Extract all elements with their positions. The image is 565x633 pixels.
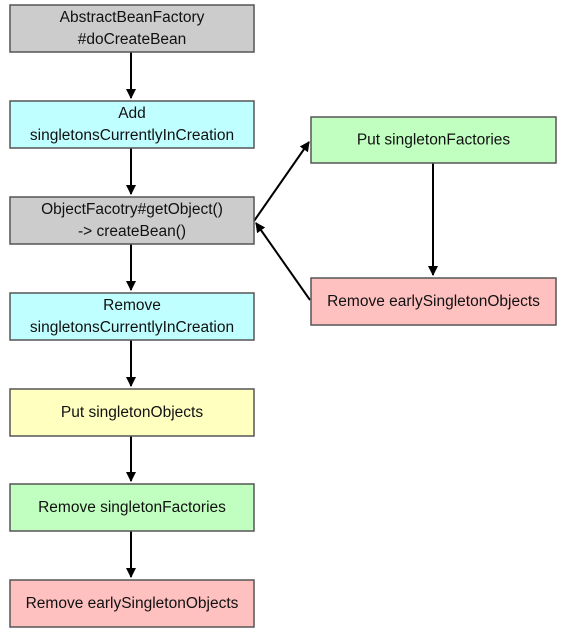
node-label: -> createBean() xyxy=(78,223,186,240)
node-box xyxy=(9,483,255,532)
node-box xyxy=(9,100,255,149)
node-box xyxy=(9,388,255,437)
node-put-singleton-objects: Put singletonObjects xyxy=(9,388,255,437)
node-label: Remove singletonFactories xyxy=(38,499,226,516)
node-label: Add xyxy=(118,105,146,122)
node-put-singleton-factories: Put singletonFactories xyxy=(310,116,557,164)
node-get-object: ObjectFacotry#getObject() -> createBean() xyxy=(9,196,255,245)
node-label: Remove xyxy=(103,297,161,314)
edges-layer xyxy=(126,52,438,578)
arrow-get-object-to-put-singleton-factories xyxy=(253,141,310,222)
node-label: ObjectFacotry#getObject() xyxy=(41,201,223,218)
node-box xyxy=(9,196,255,245)
arrow-remove-early-singleton-objects-side-to-get-object xyxy=(255,222,311,301)
node-label: AbstractBeanFactory xyxy=(60,9,205,26)
node-label: Remove earlySingletonObjects xyxy=(26,595,239,612)
node-create-bean: AbstractBeanFactory #doCreateBean xyxy=(9,4,255,53)
node-box xyxy=(9,579,255,628)
node-add-currently-in-creation: Add singletonsCurrentlyInCreation xyxy=(9,100,255,149)
node-box xyxy=(310,116,557,164)
node-label: Put singletonFactories xyxy=(357,132,511,149)
node-label: Put singletonObjects xyxy=(61,404,203,421)
node-remove-early-singleton-objects-side: Remove earlySingletonObjects xyxy=(310,277,557,326)
node-box xyxy=(9,4,255,53)
node-label: #doCreateBean xyxy=(78,31,187,48)
node-label: singletonsCurrentlyInCreation xyxy=(30,319,234,336)
node-remove-currently-in-creation: Remove singletonsCurrentlyInCreation xyxy=(9,292,255,341)
node-box xyxy=(9,292,255,341)
node-label: Remove earlySingletonObjects xyxy=(327,293,540,310)
node-label: singletonsCurrentlyInCreation xyxy=(30,127,234,144)
node-box xyxy=(310,277,557,326)
node-remove-singleton-factories: Remove singletonFactories xyxy=(9,483,255,532)
node-remove-early-singleton-objects: Remove earlySingletonObjects xyxy=(9,579,255,628)
